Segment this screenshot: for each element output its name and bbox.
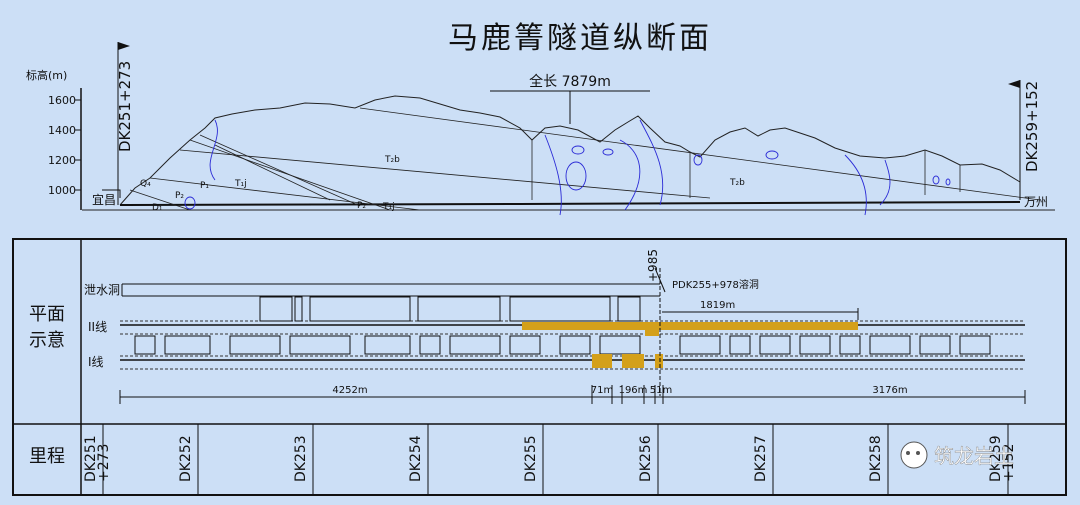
end-portal-flag-icon (1008, 80, 1020, 88)
ground-surface-line (119, 95, 1021, 206)
stratum-label: Q₄ (140, 179, 151, 189)
cross-passage (869, 335, 911, 355)
cross-passage (959, 335, 991, 355)
drainage-tunnel: 泄水洞 (84, 283, 660, 297)
station-label: DK251 (83, 435, 99, 482)
station-label: DK256 (638, 435, 654, 482)
stratum-label: T₂b (729, 178, 745, 188)
drain-segment (509, 296, 611, 322)
watermark: 筑龙岩土 (900, 441, 1014, 469)
end-station-label: DK259+152 (1023, 81, 1041, 172)
watermark-text: 筑龙岩土 (934, 444, 1014, 468)
dimension-label: 196m (619, 385, 648, 396)
cross-passage (729, 335, 751, 355)
station-label: DK258 (868, 435, 884, 482)
line-i-label: I线 (88, 355, 104, 369)
station-label: DK257 (753, 435, 769, 482)
cross-passage (164, 335, 211, 355)
elevation-tick-label: 1000 (48, 184, 76, 197)
cross-passage (134, 335, 156, 355)
start-place-label: 宜昌 (92, 192, 116, 207)
dimension-label: 71m (591, 385, 613, 396)
drain-tunnel-label: 泄水洞 (84, 283, 120, 297)
plus-985-label: +985 (646, 249, 660, 282)
cross-passages (134, 296, 991, 355)
cross-passage (759, 335, 791, 355)
karst-features (184, 119, 951, 216)
cross-passage (599, 335, 641, 355)
cross-passage (419, 335, 441, 355)
start-portal-flag-icon (118, 42, 130, 50)
mileage-row-label: 里程 (29, 446, 65, 467)
plan-frame (12, 238, 1067, 496)
stratum-label: P₁ (200, 181, 209, 191)
cross-passage (449, 335, 501, 355)
mileage-stations: DK251+273 DK252 DK253 DK254 DK255 DK256 DK257 D… (83, 424, 1017, 495)
cross-passage (559, 335, 591, 355)
drain-segment (309, 296, 411, 322)
line-ii-karst-zone-detail (645, 322, 659, 336)
cross-passage (364, 335, 411, 355)
cave-label: PDK255+978溶洞 (672, 278, 759, 291)
line-i-karst-zone (592, 354, 612, 368)
karst-zone-highlights (522, 322, 858, 368)
cross-passage (799, 335, 831, 355)
dimension-label: 51m (650, 385, 672, 396)
line-i-karst-zone (655, 354, 663, 368)
station-label: DK254 (408, 435, 424, 482)
station-label: DK255 (523, 435, 539, 482)
stratum-label: T₁j (382, 202, 395, 212)
cross-passage (919, 335, 951, 355)
profile-section: 标高(m) 1600 1400 1200 1000 (26, 42, 1055, 216)
plan-section-label: 示意 (29, 330, 65, 351)
tunnel-grade-line (119, 201, 1021, 206)
drain-segment (294, 296, 303, 322)
cross-passage (229, 335, 281, 355)
diagram-title: 马鹿箐隧道纵断面 (448, 21, 712, 56)
elevation-axis-label: 标高(m) (26, 68, 67, 82)
dimension-label: 3176m (872, 385, 907, 396)
station-label: +273 (96, 444, 112, 482)
line-i-karst-zone (622, 354, 644, 368)
dimension-label: 1819m (700, 300, 735, 311)
cross-passage (839, 335, 861, 355)
elevation-tick-label: 1200 (48, 154, 76, 167)
stratum-label: T₁j (234, 179, 247, 189)
end-place-label: 万州 (1024, 195, 1048, 209)
dimension-1819: 1819m (662, 300, 859, 320)
total-length-label: 全长 7879m (529, 73, 611, 90)
station-label: +152 (1001, 444, 1017, 482)
stratum-label: P₂ (175, 191, 184, 201)
start-portal-symbol (102, 189, 121, 198)
drain-segment (617, 296, 641, 322)
dimension-label: 4252m (332, 385, 367, 396)
stratum-label: D₁ (152, 203, 163, 213)
cross-passage (679, 335, 721, 355)
line-ii-karst-zone (522, 322, 858, 330)
elevation-tick-label: 1400 (48, 124, 76, 137)
elevation-tick-label: 1600 (48, 94, 76, 107)
cross-passage (509, 335, 541, 355)
station-label: DK259 (988, 435, 1004, 482)
start-station-label: DK251+273 (116, 61, 134, 152)
stratum-labels: T₂b T₂b T₁j T₁j P₁ P₂ P₂ Q₄ D₁ (140, 155, 745, 213)
dimension-chain (119, 385, 1026, 404)
drain-segment (259, 296, 293, 322)
line-ii-label: II线 (88, 320, 107, 334)
cross-passage (289, 335, 351, 355)
line-i-tunnel: I线 (88, 355, 1025, 370)
stratum-label: P₂ (357, 201, 366, 211)
plan-section-label: 平面 (29, 304, 65, 325)
station-label: DK253 (293, 435, 309, 482)
station-label: DK252 (178, 435, 194, 482)
stratum-label: T₂b (384, 155, 400, 165)
stratum-boundaries (129, 107, 1041, 211)
wechat-icon (900, 441, 928, 469)
cave-marker: +985 PDK255+978溶洞 (646, 249, 759, 396)
drain-segment (417, 296, 501, 322)
